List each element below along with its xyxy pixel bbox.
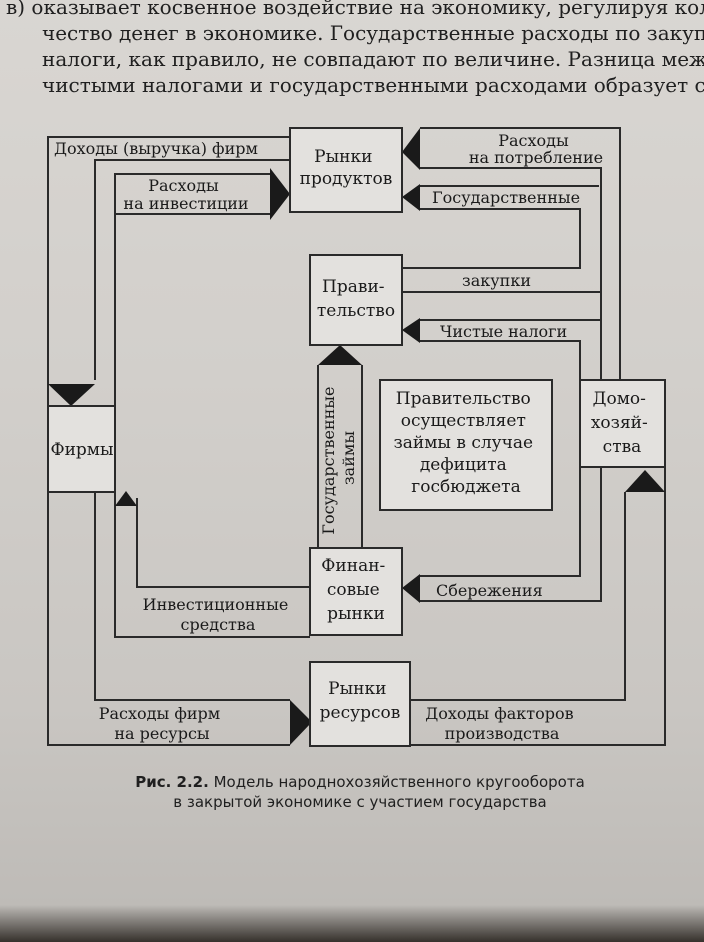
flow-net-taxes-lower — [420, 340, 581, 380]
product-markets-label: Рынки продуктов — [300, 147, 393, 189]
box-government — [309, 254, 403, 346]
caption-line-2: в закрытой экономике с участием государс… — [173, 793, 547, 811]
box-note — [379, 379, 553, 511]
arrowhead-savings-left — [402, 574, 420, 603]
page-edge-shadow — [0, 905, 704, 942]
flow-gov-purchases-lower — [402, 208, 581, 269]
factor-income-label: Доходы факторов производства — [425, 704, 579, 743]
box-financial-markets — [309, 547, 403, 636]
flow-resource-spending-upper — [94, 492, 290, 701]
gov-purchases-label-2: закупки — [462, 271, 531, 290]
investment-funds-label: Инвестиционные средства — [143, 595, 294, 634]
flow-consumption-inner — [420, 167, 602, 380]
text-line-4: чистыми налогами и государственными расх… — [42, 73, 704, 97]
flow-firm-revenue-line — [47, 136, 290, 380]
financial-markets-label: Финан- совые рынки — [321, 556, 390, 624]
households-label: Домо- хозяй- ства — [591, 389, 653, 457]
savings-label: Сбережения — [436, 581, 543, 600]
consumption-label: Расходы на потребление — [469, 131, 603, 167]
flow-consumption-line — [420, 127, 621, 380]
arrowhead-firms-top — [48, 384, 95, 406]
flow-savings-lower — [420, 467, 602, 602]
flow-investment-funds-line — [136, 498, 310, 588]
text-line-1: в) оказывает косвенное воздействие на эк… — [6, 0, 704, 19]
flow-investment-spending-line — [114, 173, 270, 406]
box-resource-markets — [309, 661, 411, 747]
investment-spending-label: Расходы на инвестиции — [123, 176, 248, 213]
gov-purchases-label-1: Государственные — [432, 188, 580, 207]
note-label: Правительство осуществляет займы в случа… — [393, 389, 538, 497]
gov-loans-label: Государственные займы — [319, 381, 358, 534]
resource-markets-label: Рынки ресурсов — [320, 679, 401, 723]
box-households — [579, 379, 666, 468]
firms-label: Фирмы — [50, 440, 113, 460]
flow-savings-line — [420, 467, 581, 577]
arrowhead-gov-loans-up — [318, 345, 362, 365]
text-line-3: налоги, как правило, не совпадают по вел… — [42, 47, 704, 71]
arrowhead-investment-funds-up — [115, 491, 137, 506]
caption-label: Рис. 2.2. — [135, 773, 209, 791]
resource-spending-label: Расходы фирм на ресурсы — [99, 704, 226, 743]
arrowhead-resource-spending-right — [290, 700, 312, 745]
caption-line-1: Модель народнохозяйственного кругооборот… — [208, 773, 585, 791]
box-product-markets — [289, 127, 403, 213]
arrowhead-net-taxes-left — [402, 318, 420, 343]
box-firms — [47, 405, 116, 493]
arrowhead-investment-right — [270, 168, 290, 220]
government-label: Прави- тельство — [317, 277, 395, 321]
net-taxes-label: Чистые налоги — [440, 322, 567, 341]
firm-revenue-label: Доходы (выручка) фирм — [54, 139, 258, 158]
figure-caption: Рис. 2.2. Модель народнохозяйственного к… — [95, 772, 625, 812]
text-line-2: чество денег в экономике. Государственны… — [42, 21, 704, 45]
flow-net-taxes-line — [420, 319, 602, 380]
arrowhead-consumption-left — [402, 128, 420, 170]
flow-factor-income-inner — [410, 492, 626, 701]
arrowhead-households-up — [625, 470, 665, 492]
arrowhead-gov-purchases-left — [402, 184, 420, 211]
flow-investment-funds-lower — [114, 492, 310, 638]
flow-factor-income-line — [410, 467, 666, 746]
flow-firm-revenue-inner-line — [94, 159, 290, 380]
flow-resource-spending-line — [47, 492, 290, 746]
